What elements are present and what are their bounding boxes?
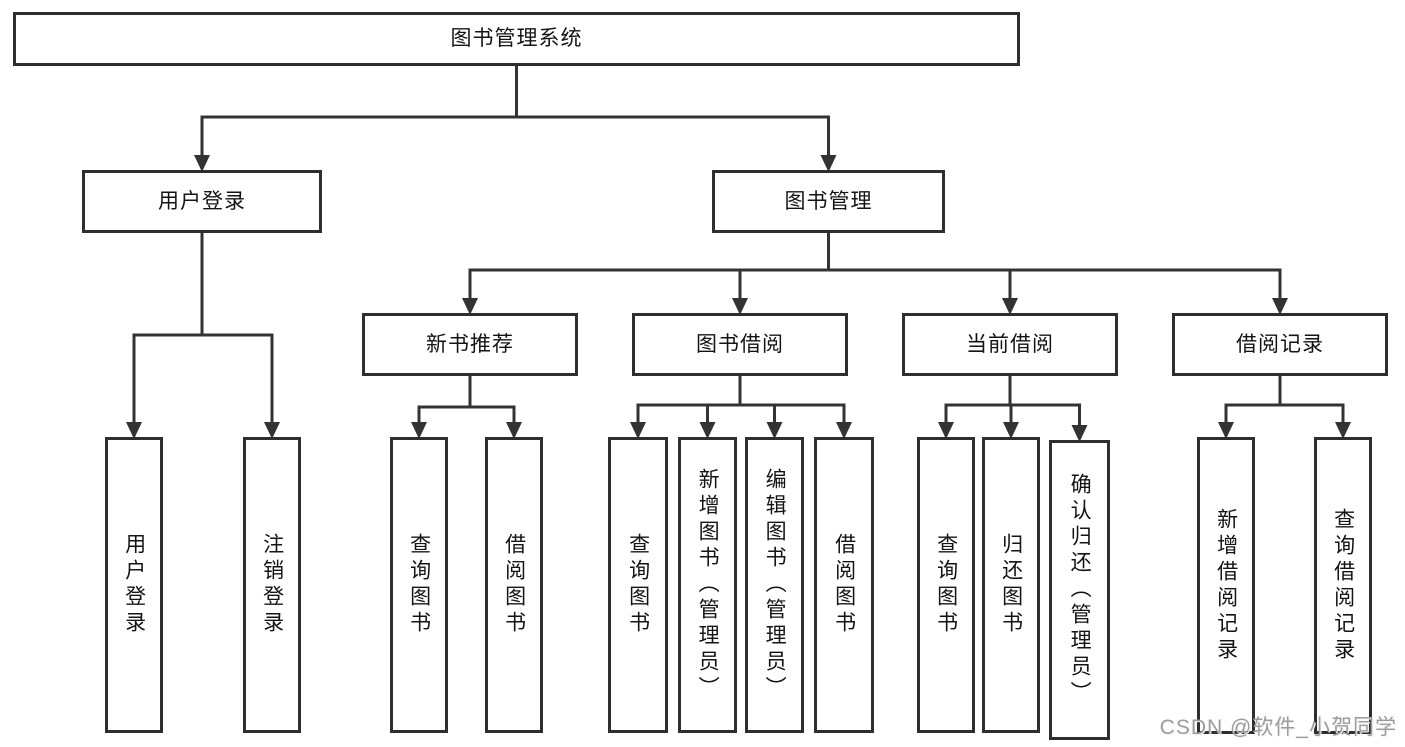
node-leaf-bb-edit: 编辑图书（管理员） [745, 437, 804, 733]
node-label: 借阅记录 [1236, 332, 1324, 356]
node-label: 查询图书 [626, 533, 650, 637]
node-label: 图书管理系统 [450, 27, 583, 51]
node-label: 编辑图书（管理员） [763, 468, 787, 702]
node-new-book: 新书推荐 [362, 313, 578, 376]
node-current-borrow: 当前借阅 [902, 313, 1118, 376]
node-leaf-bb-query: 查询图书 [608, 437, 668, 733]
node-label: 借阅图书 [832, 533, 856, 637]
node-leaf-logout: 注销登录 [243, 437, 301, 733]
node-label: 归还图书 [999, 533, 1023, 637]
node-label: 查询图书 [407, 533, 431, 637]
node-leaf-cb-return: 归还图书 [982, 437, 1040, 733]
node-label: 图书借阅 [696, 332, 784, 356]
node-leaf-user-login: 用户登录 [105, 437, 163, 733]
node-leaf-nb-borrow: 借阅图书 [485, 437, 543, 733]
node-leaf-br-query: 查询借阅记录 [1314, 437, 1372, 734]
node-label: 借阅图书 [502, 533, 526, 637]
node-label: 注销登录 [260, 533, 284, 637]
node-user-login: 用户登录 [82, 170, 322, 233]
node-label: 查询借阅记录 [1331, 507, 1355, 664]
node-book-borrow: 图书借阅 [632, 313, 848, 376]
node-label: 图书管理 [784, 189, 873, 213]
watermark-text: CSDN @软件_小贺同学 [1159, 716, 1397, 739]
node-borrow-record: 借阅记录 [1172, 313, 1388, 376]
node-label: 查询图书 [934, 533, 958, 637]
node-label: 用户登录 [158, 189, 246, 213]
node-leaf-br-add: 新增借阅记录 [1197, 437, 1255, 734]
node-label: 新增图书（管理员） [696, 468, 720, 702]
node-label: 新增借阅记录 [1214, 507, 1238, 664]
node-label: 确认归还（管理员） [1068, 473, 1092, 707]
node-leaf-cb-query: 查询图书 [917, 437, 975, 733]
node-label: 用户登录 [122, 533, 146, 637]
node-label: 当前借阅 [966, 332, 1054, 356]
node-leaf-nb-query: 查询图书 [390, 437, 448, 733]
node-book-mgmt: 图书管理 [712, 170, 945, 233]
node-leaf-cb-confirm: 确认归还（管理员） [1049, 440, 1110, 740]
node-label: 新书推荐 [426, 332, 514, 356]
node-leaf-bb-add: 新增图书（管理员） [678, 437, 737, 733]
node-root: 图书管理系统 [13, 12, 1020, 66]
node-leaf-bb-borrow: 借阅图书 [814, 437, 874, 733]
